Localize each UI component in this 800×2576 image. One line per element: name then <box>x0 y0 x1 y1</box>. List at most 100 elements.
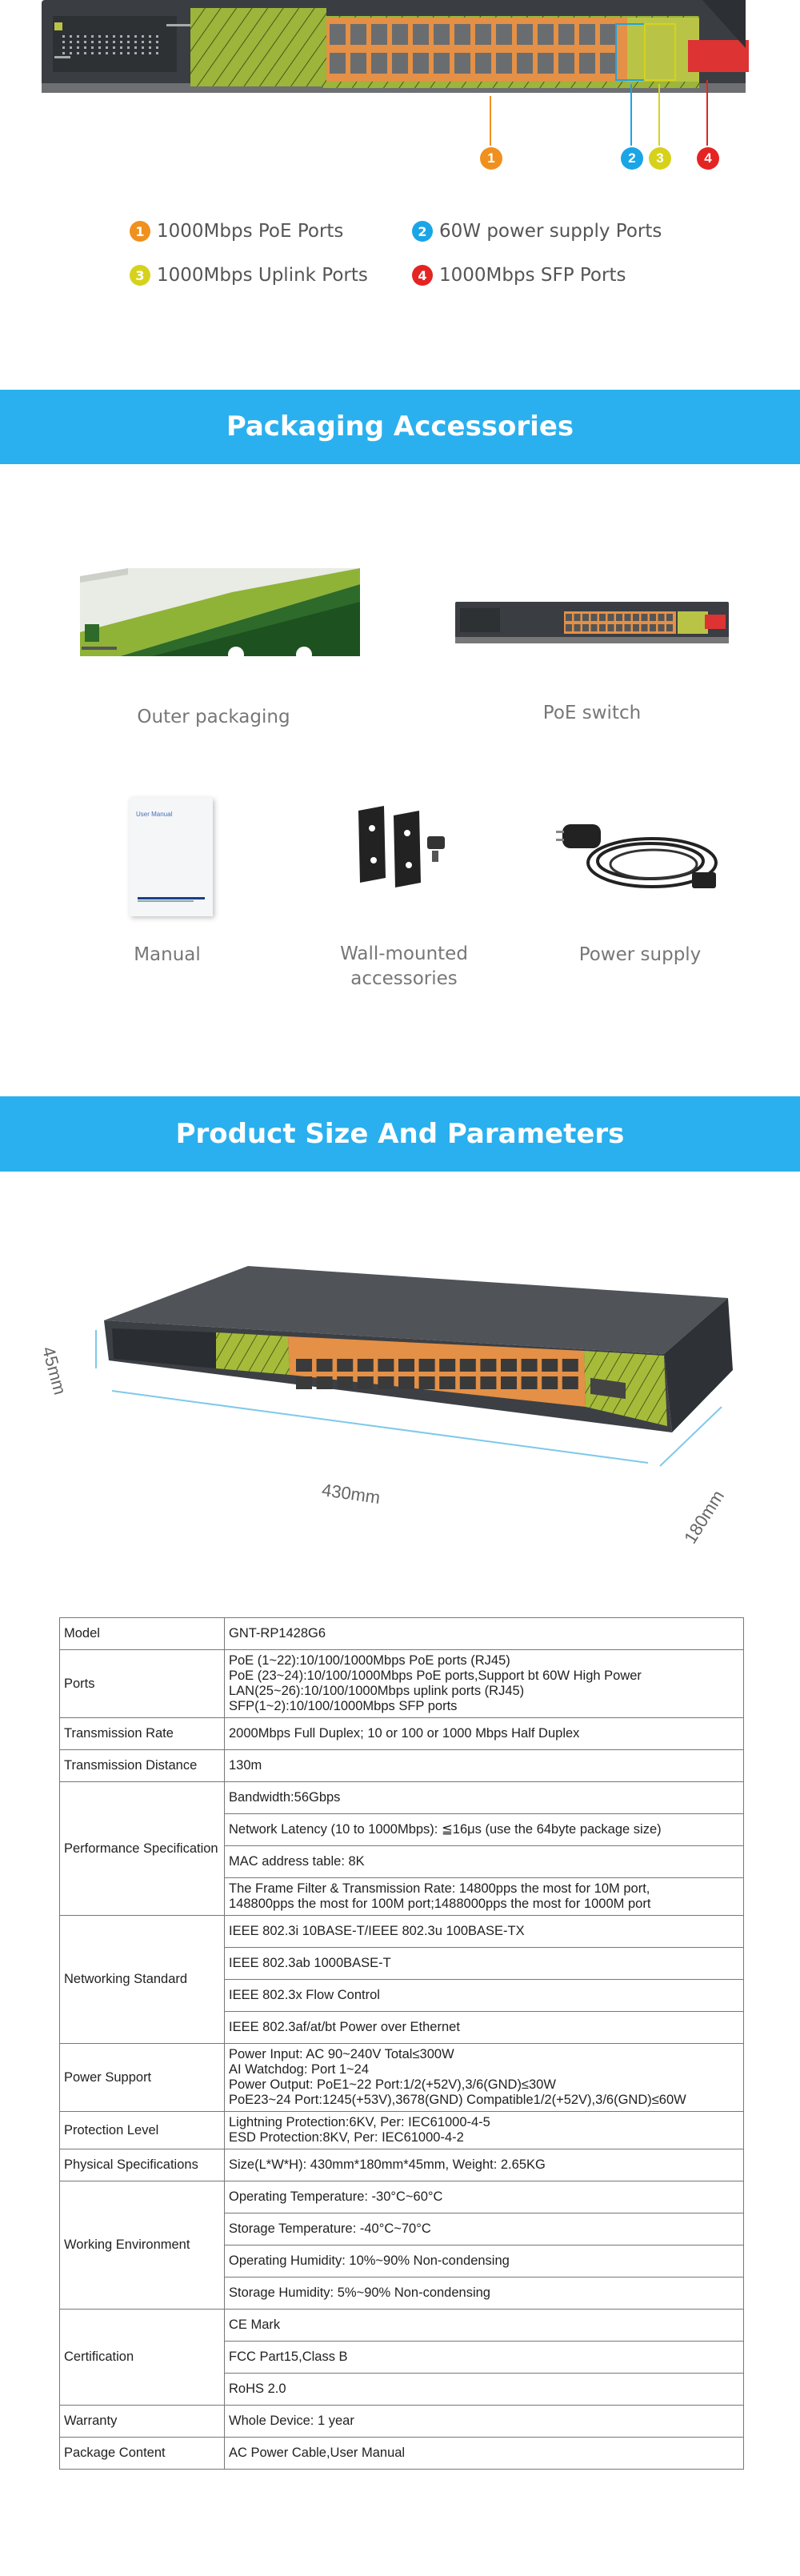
spec-value-line: Bandwidth:56Gbps <box>229 1790 341 1805</box>
section-header-packaging: Packaging Accessories <box>0 390 800 464</box>
rj45-port <box>106 46 108 49</box>
rj45-port <box>91 46 94 49</box>
rj45-port <box>296 1376 312 1389</box>
rj45-port <box>296 1359 312 1372</box>
rj45-port <box>558 53 574 74</box>
spec-value-line: Size(L*W*H): 430mm*180mm*45mm, Weight: 2… <box>229 2157 546 2172</box>
rj45-port <box>70 41 72 43</box>
spec-value-line: FCC Part15,Class B <box>229 2350 348 2364</box>
spec-value-line: IEEE 802.3i 10BASE-T/IEEE 802.3u 100BASE… <box>229 1924 525 1938</box>
rj45-port <box>633 614 639 621</box>
rj45-port <box>134 46 137 49</box>
rj45-port <box>77 52 79 54</box>
legend-item-power: 2 60W power supply Ports <box>412 221 662 242</box>
rj45-port <box>413 53 429 74</box>
spec-key: Protection Level <box>59 2111 225 2149</box>
spec-key: Power Support <box>59 2043 225 2112</box>
rj45-port <box>624 614 631 621</box>
rj45-port <box>600 24 616 45</box>
spec-value-line: IEEE 802.3af/at/bt Power over Ethernet <box>229 2020 460 2034</box>
spec-value-line: Lightning Protection:6KV, Per: IEC61000-… <box>229 2115 490 2129</box>
rj45-port <box>106 52 108 54</box>
spec-value: Operating Temperature: -30°C~60°C <box>224 2181 744 2213</box>
rj45-port <box>480 1359 497 1372</box>
spec-value: The Frame Filter & Transmission Rate: 14… <box>224 1877 744 1916</box>
leader-line-4 <box>706 80 708 146</box>
rj45-port <box>84 41 86 43</box>
rj45-port <box>350 24 366 45</box>
rj45-port <box>84 35 86 38</box>
switch-3d-image <box>56 1256 744 1576</box>
rj45-port <box>70 35 72 38</box>
rj45-port <box>156 35 158 38</box>
rj45-port <box>590 614 598 621</box>
wall-mount-image <box>352 804 456 892</box>
rj45-port <box>496 24 512 45</box>
rj45-port <box>566 614 572 621</box>
rj45-port <box>120 46 122 49</box>
rj45-port <box>650 624 656 631</box>
spec-value: IEEE 802.3x Flow Control <box>224 1979 744 2012</box>
caption-poe-switch: PoE switch <box>542 703 642 723</box>
rj45-port <box>641 624 648 631</box>
spec-value-line: IEEE 802.3ab 1000BASE-T <box>229 1956 391 1970</box>
rj45-port <box>91 52 94 54</box>
spec-value-line: 148800pps the most for 100M port;1488000… <box>229 1897 651 1911</box>
rj45-port <box>392 53 408 74</box>
caption-power-supply: Power supply <box>578 944 702 965</box>
rj45-port <box>392 24 408 45</box>
rj45-port <box>98 35 101 38</box>
rj45-port <box>91 41 94 43</box>
legend-label: 1000Mbps Uplink Ports <box>157 265 368 286</box>
marker-2: 2 <box>621 147 643 170</box>
rj45-port <box>149 35 151 38</box>
rj45-port <box>134 35 137 38</box>
rj45-port <box>134 41 137 43</box>
legend-number-1: 1 <box>130 221 150 242</box>
legend-label: 1000Mbps PoE Ports <box>157 221 344 242</box>
table-row: IEEE 802.3x Flow Control <box>60 1979 744 2012</box>
spec-value-line: PoE (23~24):10/100/1000Mbps PoE ports,Su… <box>229 1669 642 1683</box>
table-row: IEEE 802.3af/at/bt Power over Ethernet <box>60 2011 744 2044</box>
rj45-port <box>113 41 115 43</box>
spec-value: MAC address table: 8K <box>224 1845 744 1878</box>
manual-cover-title: User Manual <box>136 811 173 818</box>
rj45-port <box>149 41 151 43</box>
table-row: Transmission Distance 130m <box>59 1749 744 1782</box>
spec-key: Performance Specification <box>59 1781 225 1916</box>
rj45-port <box>599 624 606 631</box>
poe-switch-image <box>452 599 732 647</box>
spec-value: IEEE 802.3af/at/bt Power over Ethernet <box>224 2011 744 2044</box>
spec-value: Bandwidth:56Gbps <box>224 1781 744 1814</box>
rj45-port <box>496 53 512 74</box>
rj45-port <box>70 52 72 54</box>
table-row: RoHS 2.0 <box>60 2373 744 2406</box>
manual-cover-stripe <box>138 900 194 902</box>
rj45-port <box>454 53 470 74</box>
rj45-port <box>142 52 144 54</box>
rj45-port <box>517 53 533 74</box>
spec-value: CE Mark <box>224 2309 744 2342</box>
spec-key: Ports <box>59 1649 225 1718</box>
spec-value-line: RoHS 2.0 <box>229 2382 286 2396</box>
table-row: FCC Part15,Class B <box>60 2341 744 2374</box>
leader-line-3 <box>658 84 660 146</box>
rj45-port <box>590 624 598 631</box>
spec-value-line: 130m <box>229 1758 262 1773</box>
spec-value-line: Storage Temperature: -40°C~70°C <box>229 2221 431 2236</box>
spec-key: Warranty <box>59 2405 225 2438</box>
rj45-port <box>91 35 94 38</box>
legend-item-sfp: 4 1000Mbps SFP Ports <box>412 265 626 286</box>
rj45-port <box>316 1359 333 1372</box>
spec-key: Transmission Distance <box>59 1749 225 1782</box>
rj45-port <box>142 46 144 49</box>
rj45-port <box>650 614 656 621</box>
rj45-port <box>542 1376 558 1389</box>
rj45-port <box>562 1359 578 1372</box>
rj45-port <box>574 614 581 621</box>
rj45-port <box>521 1359 538 1372</box>
